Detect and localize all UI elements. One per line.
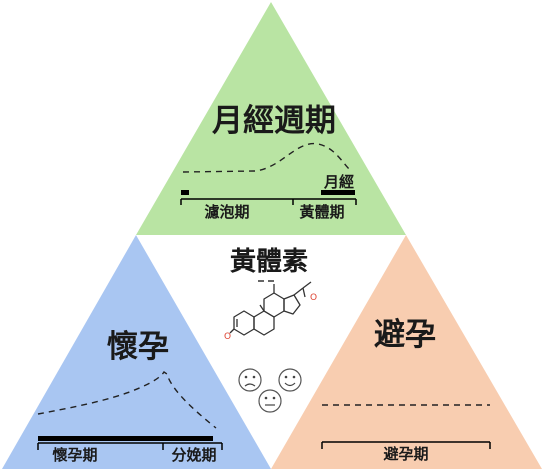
left-pregnancy-bar bbox=[38, 436, 213, 441]
left-phase-pregnancy: 懷孕期 bbox=[51, 446, 97, 464]
svg-text:O: O bbox=[224, 332, 231, 342]
right-title: 避孕 bbox=[374, 317, 436, 353]
left-title: 懷孕 bbox=[107, 329, 169, 365]
sad-face-icon bbox=[238, 368, 262, 392]
neutral-face-icon bbox=[258, 389, 282, 413]
right-phase-contraception: 避孕期 bbox=[383, 445, 428, 463]
top-title: 月經週期 bbox=[212, 103, 336, 139]
left-hormone-curve bbox=[37, 371, 217, 429]
happy-face-icon bbox=[278, 368, 302, 392]
svg-text:O: O bbox=[310, 293, 317, 303]
left-phase-delivery: 分娩期 bbox=[171, 446, 216, 464]
top-phase-luteal: 黃體期 bbox=[299, 203, 344, 221]
top-menstruation-bar-right bbox=[321, 190, 355, 195]
top-triangle bbox=[136, 2, 406, 235]
right-triangle bbox=[271, 235, 542, 469]
top-menstruation-bar-left bbox=[181, 190, 189, 195]
top-menstruation-label: 月經 bbox=[323, 173, 354, 191]
left-triangle bbox=[2, 235, 271, 469]
center-title: 黃體素 bbox=[230, 247, 308, 277]
progesterone-molecule: O O bbox=[224, 281, 317, 342]
top-phase-follicular: 濾泡期 bbox=[204, 203, 249, 221]
